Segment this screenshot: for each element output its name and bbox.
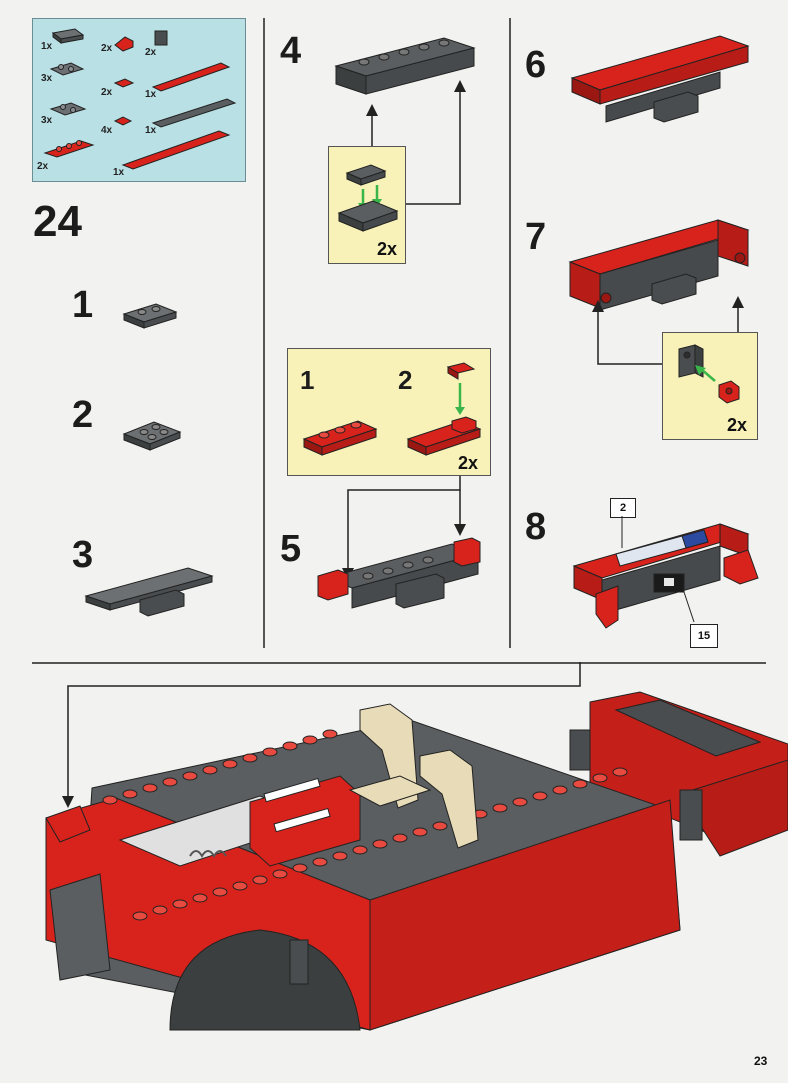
assembly-substep-3 — [84, 567, 214, 617]
part-plate-2x2-gray — [122, 421, 182, 451]
assembly-step-6 — [570, 35, 750, 123]
callout-illustration — [678, 344, 740, 404]
substep-4: 4 — [280, 30, 302, 72]
qty-label: 1x — [113, 167, 125, 178]
parts-illustration — [43, 28, 237, 170]
assembly-step-7 — [568, 219, 750, 311]
callout-illustration — [302, 362, 482, 456]
qty-label: 1x — [41, 41, 53, 52]
parts-list: 1x 2x 2x 3x 2x 1x 3x 4x 1x 2x 1x — [32, 18, 246, 182]
sticker-ref-bottom: 15 — [690, 624, 718, 648]
substep-7: 7 — [525, 216, 547, 258]
qty-label: 2x — [145, 47, 157, 58]
callout-step-7: 2x — [662, 332, 758, 440]
substep-1: 1 — [72, 284, 94, 326]
qty-label: 2x — [37, 161, 49, 172]
arrow-connectors-7 — [592, 296, 744, 365]
sticker-ref-top: 2 — [610, 498, 636, 518]
substep-6: 6 — [525, 44, 547, 86]
arrow-connector-main — [62, 662, 581, 808]
qty-label: 3x — [41, 73, 53, 84]
substep-3: 3 — [72, 534, 94, 576]
arrow-connectors-4 — [366, 80, 466, 205]
page-number: 23 — [754, 1054, 768, 1068]
qty-label: 2x — [101, 43, 113, 54]
callout-count: 2x — [458, 453, 479, 473]
qty-label: 1x — [145, 89, 157, 100]
assembly-step-4 — [334, 37, 476, 95]
divider-horizontal — [32, 662, 766, 664]
callout-count: 2x — [377, 239, 398, 259]
substep-8: 8 — [525, 506, 547, 548]
part-plate-1x2-gray — [122, 303, 178, 329]
callout-substep-2: 2 — [398, 365, 413, 395]
divider-left — [263, 18, 265, 648]
assembly-step-8 — [572, 516, 759, 629]
callout-count: 2x — [727, 415, 748, 435]
step-number: 24 — [33, 197, 82, 246]
car-assembly-illustration — [45, 691, 788, 1031]
qty-label: 1x — [145, 125, 157, 136]
substep-5: 5 — [280, 528, 302, 570]
divider-right — [509, 18, 511, 648]
callout-step-5: 1 2 2x — [287, 348, 491, 476]
qty-label: 4x — [101, 125, 113, 136]
substep-2: 2 — [72, 394, 94, 436]
qty-label: 2x — [101, 87, 113, 98]
assembly-step-5 — [317, 537, 481, 609]
qty-label: 3x — [41, 115, 53, 126]
callout-substep-1: 1 — [300, 365, 315, 395]
callout-illustration — [337, 164, 399, 232]
callout-step-4: 2x — [328, 146, 406, 264]
